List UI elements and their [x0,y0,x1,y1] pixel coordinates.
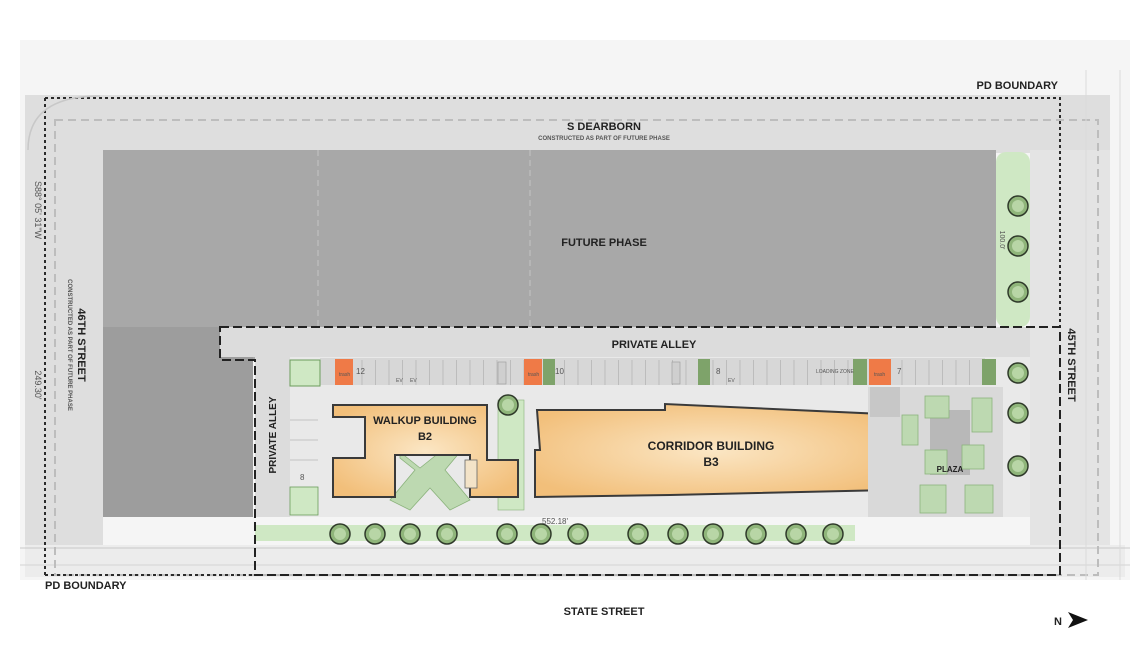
stall-count-10: 10 [555,367,564,376]
east-dimension-label: 100.0' [998,231,1005,250]
pd-boundary-top-label: PD BOUNDARY [977,80,1059,92]
trash-enclosure-1 [335,359,353,385]
stall-count-alley: 8 [300,473,305,482]
tree-icon [1007,195,1029,217]
site-boundary [219,326,1061,576]
loading-zone-label: LOADING ZONE [816,369,854,375]
tree-icon [497,394,519,416]
tree-icon [702,523,724,545]
tree-icon [436,523,458,545]
tree-icon [667,523,689,545]
bearing-label: S88° 05' 31"W [33,181,43,240]
trash-label-2: trash [528,372,539,378]
tree-icon [364,523,386,545]
trash-enclosure-2 [524,359,542,385]
dearborn-note: CONSTRUCTED AS PART OF FUTURE PHASE [538,136,670,142]
tree-icon [822,523,844,545]
st45-label: 45TH STREET [1065,328,1077,402]
tree-icon [627,523,649,545]
tree-icon [785,523,807,545]
st46-roadway [25,95,103,545]
tree-icon [1007,362,1029,384]
landscape-island-3 [698,359,710,385]
north-label: N [1054,616,1062,628]
st45-roadway [1030,150,1110,570]
stall-count-8: 8 [716,367,721,376]
private-alley-left [255,357,290,517]
st46-note: CONSTRUCTED AS PART OF FUTURE PHASE [66,279,72,411]
landscape-island [289,359,321,387]
st46-label: 46TH STREET [75,308,87,382]
stall-count-12: 12 [356,367,365,376]
future-phase-west-block [103,327,253,517]
trash-label-1: trash [339,372,350,378]
tree-icon [1007,235,1029,257]
tree-icon [530,523,552,545]
tree-icon [496,523,518,545]
street-trees [329,195,1029,545]
tree-icon [567,523,589,545]
trash-enclosure-3 [869,359,891,385]
ev-label-3: EV [728,378,735,384]
landscape-island-5 [982,359,996,385]
dearborn-label: S DEARBORN [567,121,641,133]
landscape-island-4 [853,359,867,385]
future-phase-block [103,150,996,327]
future-phase-label: FUTURE PHASE [561,237,647,249]
private-alley-top-label: PRIVATE ALLEY [612,339,697,351]
stall-count-7: 7 [897,367,902,376]
tree-icon [1007,455,1029,477]
west-dimension-label: 249.30' [33,370,43,400]
lot-line-dashed [54,119,1099,576]
pd-boundary-bottom-label: PD BOUNDARY [45,580,127,592]
private-alley-top [220,327,1030,357]
corridor-building-name: CORRIDOR BUILDING [648,439,775,453]
ev-label-2: EV [410,378,417,384]
private-alley-left-label: PRIVATE ALLEY [268,396,279,473]
tree-icon [1007,281,1029,303]
walkup-building-code: B2 [418,431,432,443]
plaza-label: PLAZA [937,465,964,474]
pd-boundary-top [45,97,1061,327]
north-arrow-icon: N [1054,612,1088,628]
ev-label-1: EV [396,378,403,384]
tree-icon [329,523,351,545]
landscape-island-2 [543,359,555,385]
state-street-roadway [25,545,1125,577]
walkup-building-name: WALKUP BUILDING [373,415,477,427]
trash-label-3: trash [874,372,885,378]
tree-icon [399,523,421,545]
tree-icon [745,523,767,545]
dearborn-roadway [25,95,1110,153]
corridor-building-code: B3 [703,455,719,469]
frontage-dimension-label: 552.18' [542,517,568,526]
state-street-label: STATE STREET [564,606,645,618]
tree-icon [1007,402,1029,424]
